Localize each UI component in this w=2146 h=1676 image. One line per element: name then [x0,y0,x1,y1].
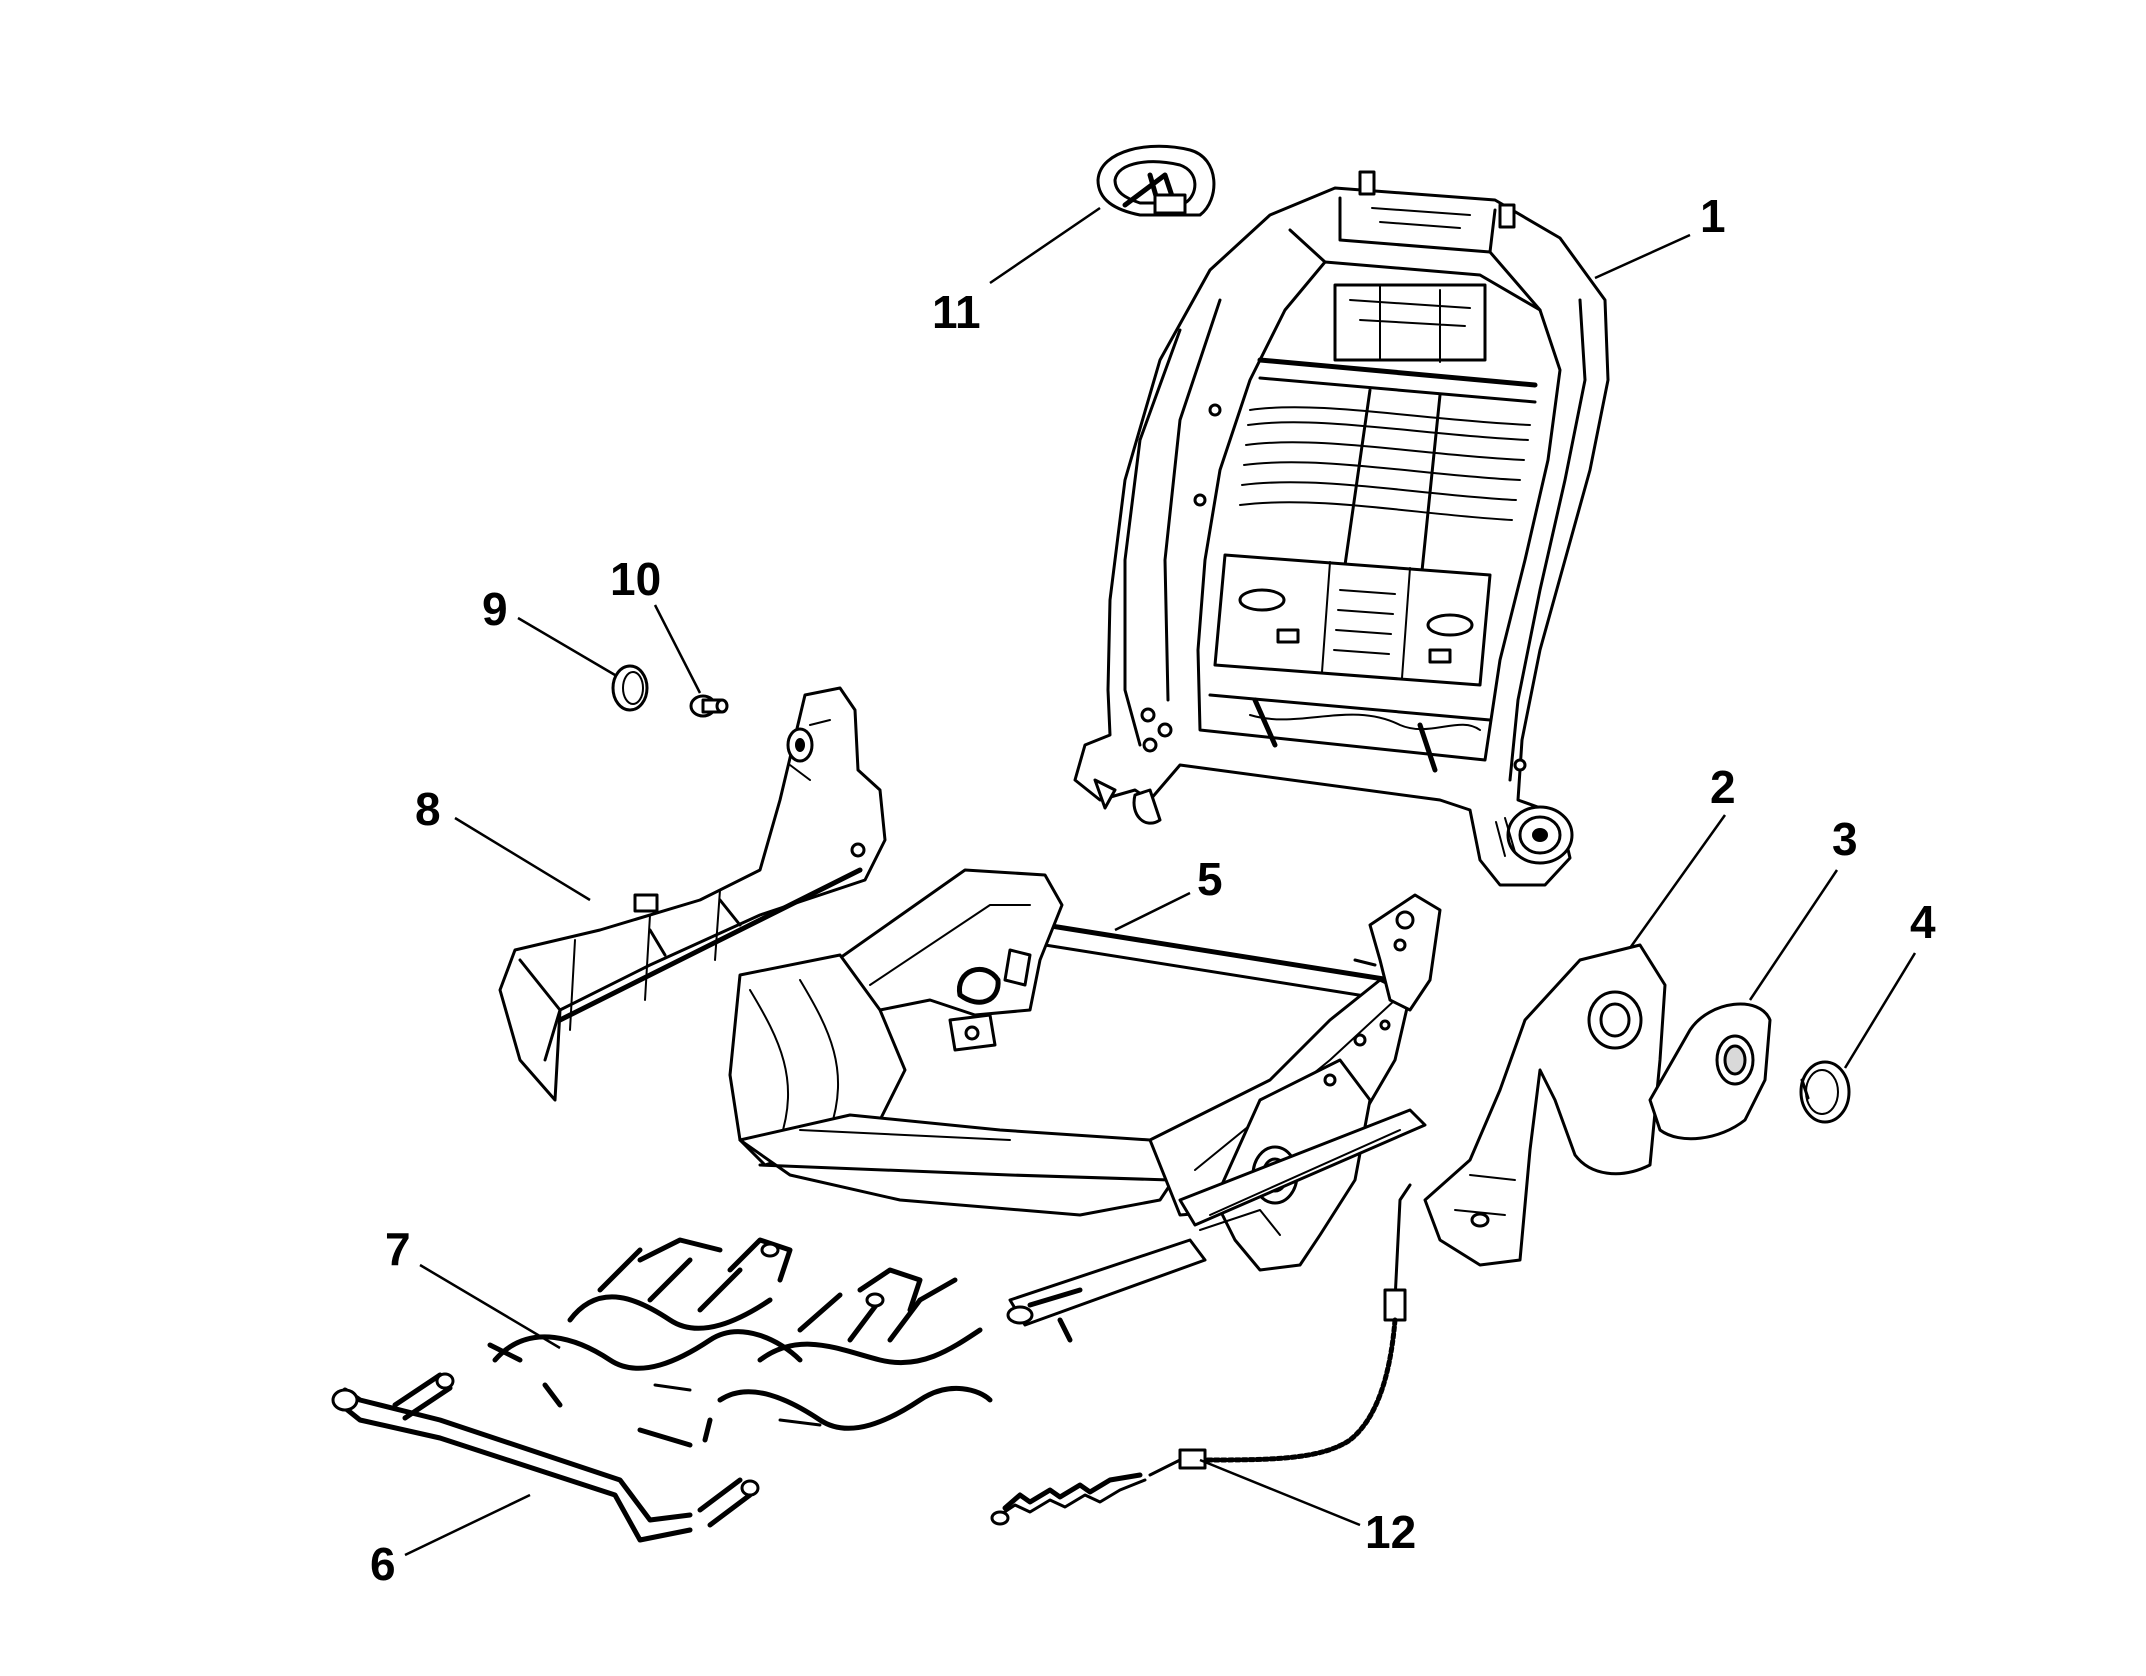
leader-6 [404,1493,531,1557]
lumbar-mat-lines [1239,406,1531,521]
callout-5: 5 [1197,853,1223,905]
callout-6: 6 [370,1538,396,1590]
leader-11 [989,206,1101,285]
callout-1: 1 [1700,190,1726,242]
callout-9: 9 [482,583,508,635]
part-10-bolt [689,694,729,718]
callout-3: 3 [1832,813,1858,865]
part-7-spring-wires [487,1237,993,1448]
part-1-seat-back-frame [1073,170,1610,887]
leader-1 [1594,233,1691,280]
leader-lines [404,206,1917,1557]
part-4-cap [1799,1060,1851,1124]
leader-3 [1748,869,1839,1001]
leader-9 [517,616,616,677]
leader-2 [1628,814,1727,949]
callout-labels: 1 2 3 4 5 6 7 8 9 10 11 12 [370,190,1936,1590]
leader-8 [454,816,591,902]
callout-2: 2 [1710,761,1736,813]
part-9-cap [611,664,649,712]
part-2-outer-shield [1423,943,1667,1267]
part-3-recliner-cover [1648,1002,1772,1141]
callout-11: 11 [932,286,981,338]
callout-10: 10 [610,553,661,605]
part-5-cushion-frame [728,868,1442,1343]
part-8-inner-panel [498,686,887,1102]
recliner-spool [1495,805,1574,865]
callout-4: 4 [1910,896,1936,948]
leader-10 [653,604,702,694]
leader-12 [1199,1458,1361,1527]
part-11-headrest-guide [1096,144,1216,217]
part-6-front-rod [331,1372,760,1543]
callout-7: 7 [385,1223,411,1275]
leader-7 [419,1263,561,1350]
part-12-release-cable [990,1183,1412,1526]
leader-5 [1114,891,1191,932]
leader-4 [1843,952,1917,1069]
callout-12: 12 [1365,1506,1416,1558]
callout-8: 8 [415,783,441,835]
